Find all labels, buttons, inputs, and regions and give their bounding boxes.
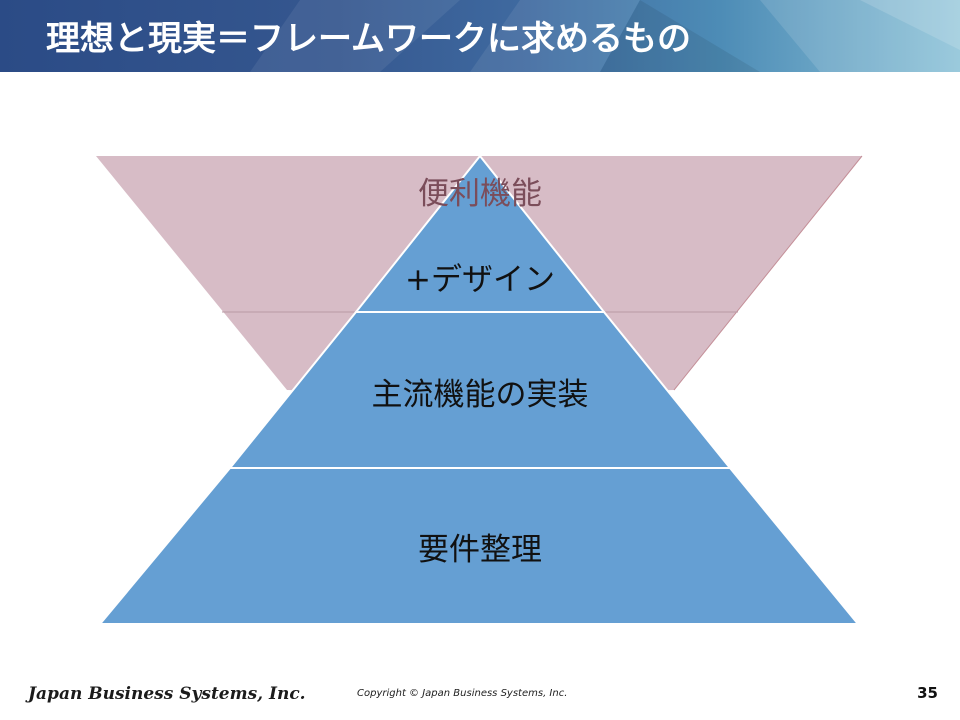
inverted-label: 便利機能 [418,176,542,212]
page-title: 理想と現実＝フレームワークに求めるもの [46,19,691,59]
header-background-pattern [250,0,960,72]
pyramid-label-top: +デザイン [405,262,555,298]
pyramid-label-middle: 主流機能の実装 [371,377,589,413]
footer-company-logo: Japan Business Systems, Inc. [28,684,306,704]
inverted-edge-right [673,155,863,391]
pyramid-label-bottom: 要件整理 [418,532,542,568]
pyramid-level-bottom [97,467,861,625]
slide-header: 理想と現実＝フレームワークに求めるもの [0,0,960,72]
page-number: 35 [917,684,938,702]
footer-copyright: Copyright © Japan Business Systems, Inc. [357,688,568,699]
